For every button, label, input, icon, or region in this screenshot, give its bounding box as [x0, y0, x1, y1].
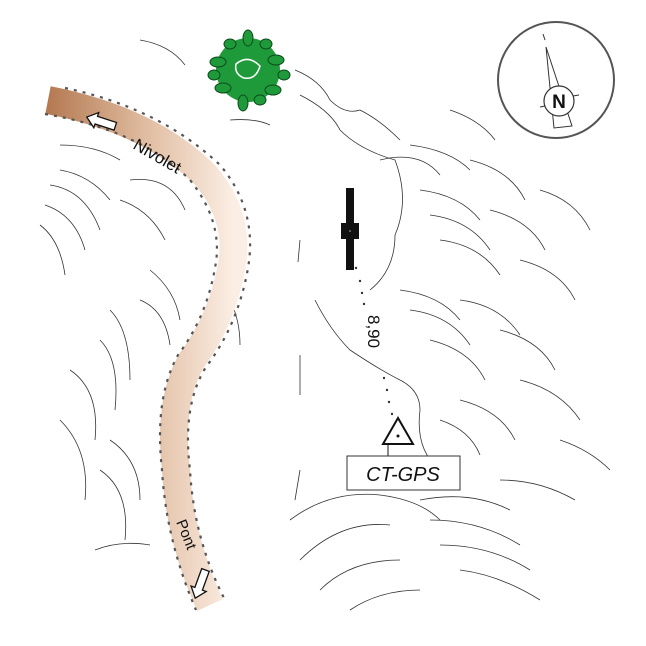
north-arrow-icon: N: [497, 21, 615, 139]
distance-label: 8,90: [364, 315, 383, 348]
triangulation-point-icon: [381, 415, 415, 456]
direction-arrow-icon: [190, 567, 211, 600]
station-label: CT-GPS: [366, 464, 440, 486]
north-label: N: [552, 92, 566, 113]
direction-arrow-icon: [85, 111, 118, 131]
borehole-marker-icon: [341, 188, 359, 270]
distance-line: [354, 266, 394, 416]
road-nivolet-pont: [44, 86, 252, 611]
tree-icon: [207, 29, 291, 112]
station-label-box: CT-GPS: [346, 455, 461, 491]
contour-lines: [39, 39, 611, 611]
